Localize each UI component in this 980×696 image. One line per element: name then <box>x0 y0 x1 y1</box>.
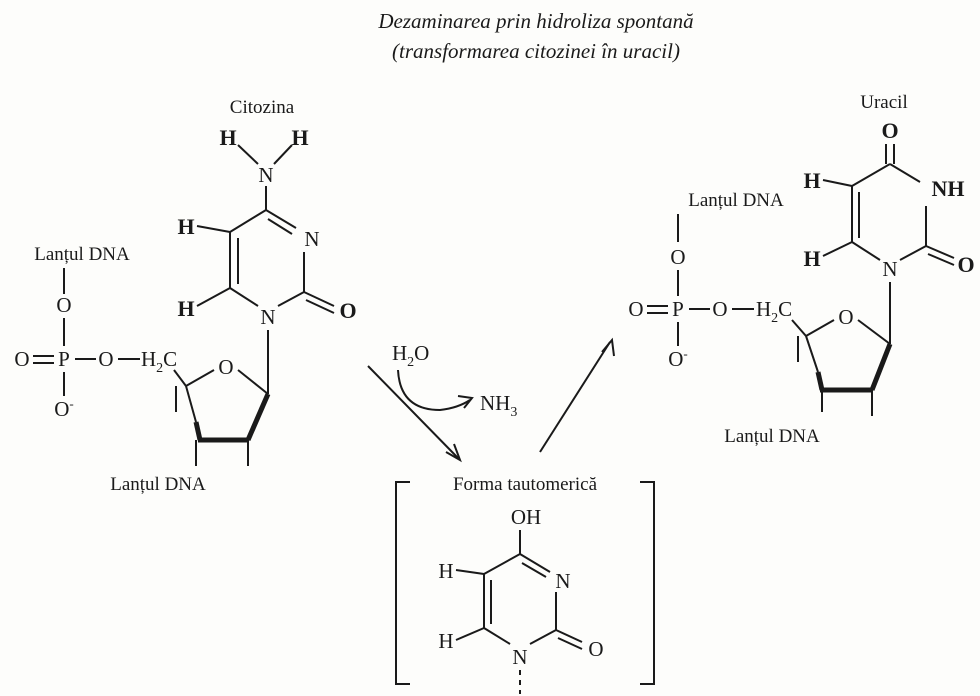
cytosine-carbonyl-o: O <box>339 298 356 323</box>
bond <box>237 144 259 165</box>
cytosine-h5: H <box>177 214 194 239</box>
tautomer-ring-n3: N <box>555 569 570 593</box>
ammonia-label: NH3 <box>480 391 517 420</box>
arrowhead <box>457 395 474 409</box>
uracil-h5: H <box>803 168 820 193</box>
bond <box>245 393 271 441</box>
bond <box>229 209 267 233</box>
bond <box>185 385 197 423</box>
uracil-o2: O <box>957 252 974 277</box>
bond <box>185 369 215 387</box>
uracil-phosphate-o-double: O <box>628 297 643 321</box>
bond <box>305 299 335 314</box>
cytosine-amine-n: N <box>258 163 273 187</box>
reaction-arrow-down <box>367 365 459 459</box>
reaction-arrow-up <box>539 341 611 453</box>
uracil-o4: O <box>881 118 898 143</box>
bond <box>237 369 269 395</box>
bond <box>899 245 927 261</box>
bond <box>925 245 955 259</box>
uracil-phosphate-p: P <box>672 297 684 321</box>
bracket-left <box>395 481 410 685</box>
bond <box>557 637 583 650</box>
bond <box>483 627 511 645</box>
tautomer-carbonyl-o: O <box>588 637 603 661</box>
bond <box>196 225 231 233</box>
bond <box>273 144 293 165</box>
bond <box>851 163 891 187</box>
cytosine-sugar-o: O <box>218 355 233 379</box>
bond <box>265 209 297 229</box>
bond <box>455 627 485 641</box>
uracil-nh: NH <box>932 176 965 201</box>
bond <box>815 371 825 391</box>
uracil-chain-top: Lanțul DNA <box>688 190 784 211</box>
bond <box>303 291 335 307</box>
bond <box>173 369 187 387</box>
phosphate-o-ester: O <box>98 347 113 371</box>
bond <box>483 553 521 575</box>
bond <box>927 253 955 266</box>
bond <box>196 287 231 307</box>
bond <box>521 562 547 578</box>
tautomer-h5: H <box>438 559 453 583</box>
tautomer-label: Forma tautomerică <box>453 474 598 495</box>
uracil-ring-n1: N <box>882 257 897 281</box>
uracil-phosphate-o-minus: O- <box>668 346 688 371</box>
uracil-h6: H <box>803 246 820 271</box>
title-line-1: Dezaminarea prin hidroliza spontană <box>377 9 693 33</box>
bond <box>889 163 921 183</box>
bond <box>822 241 853 257</box>
bond <box>857 319 891 345</box>
hydrolysis-step: H2O NH3 <box>367 337 615 463</box>
uracil-phosphate-o-ester: O <box>712 297 727 321</box>
bond <box>277 291 305 307</box>
bond <box>822 179 853 187</box>
uracil-ch2-group: H2C <box>756 297 792 326</box>
bond <box>455 569 485 575</box>
tautomer-structure: Forma tautomerică OH N N O H H <box>395 474 655 694</box>
bond <box>529 629 557 645</box>
cytosine-chain-bottom: Lanțul DNA <box>110 474 206 495</box>
bond <box>193 421 203 441</box>
cytosine-label: Citozina <box>230 97 295 118</box>
bond <box>869 343 893 391</box>
cytosine-chain-top: Lanțul DNA <box>34 244 130 265</box>
phosphate-o-top: O <box>56 293 71 317</box>
uracil-chain-bottom: Lanțul DNA <box>724 426 820 447</box>
phosphate-o-double: O <box>14 347 29 371</box>
bond <box>267 218 293 235</box>
tautomer-oh: OH <box>511 505 541 529</box>
phosphate-p: P <box>58 347 70 371</box>
tautomer-h6: H <box>438 629 453 653</box>
cytosine-ring-n3: N <box>304 227 319 251</box>
bond <box>851 241 881 261</box>
uracil-phosphate-o-top: O <box>670 245 685 269</box>
ammonia-release-curve <box>397 369 471 412</box>
uracil-sugar-o: O <box>838 305 853 329</box>
water-label: H2O <box>392 341 429 370</box>
bond <box>805 319 835 337</box>
bond <box>791 319 807 337</box>
bond <box>555 629 583 643</box>
cytosine-ring-n1: N <box>260 305 275 329</box>
cytosine-h6: H <box>177 296 194 321</box>
phosphate-o-minus: O- <box>54 396 74 421</box>
bond <box>229 287 259 307</box>
uracil-structure: Uracil O NH N O H H O Lanțul DNA Lanț <box>628 92 974 447</box>
bond <box>519 553 551 573</box>
bracket-right <box>640 481 655 685</box>
cytosine-amine-h-left: H <box>219 125 236 150</box>
uracil-label: Uracil <box>860 92 907 113</box>
ch2-group: H2C <box>141 347 177 376</box>
arrowhead <box>445 443 462 463</box>
title-line-2: (transformarea citozinei în uracil) <box>392 39 680 63</box>
cytosine-amine-h-right: H <box>291 125 308 150</box>
cytosine-structure: Citozina H H N N N O H H O <box>14 97 356 495</box>
arrowhead <box>601 337 615 357</box>
bond <box>805 335 819 373</box>
tautomer-ring-n1: N <box>512 645 527 669</box>
